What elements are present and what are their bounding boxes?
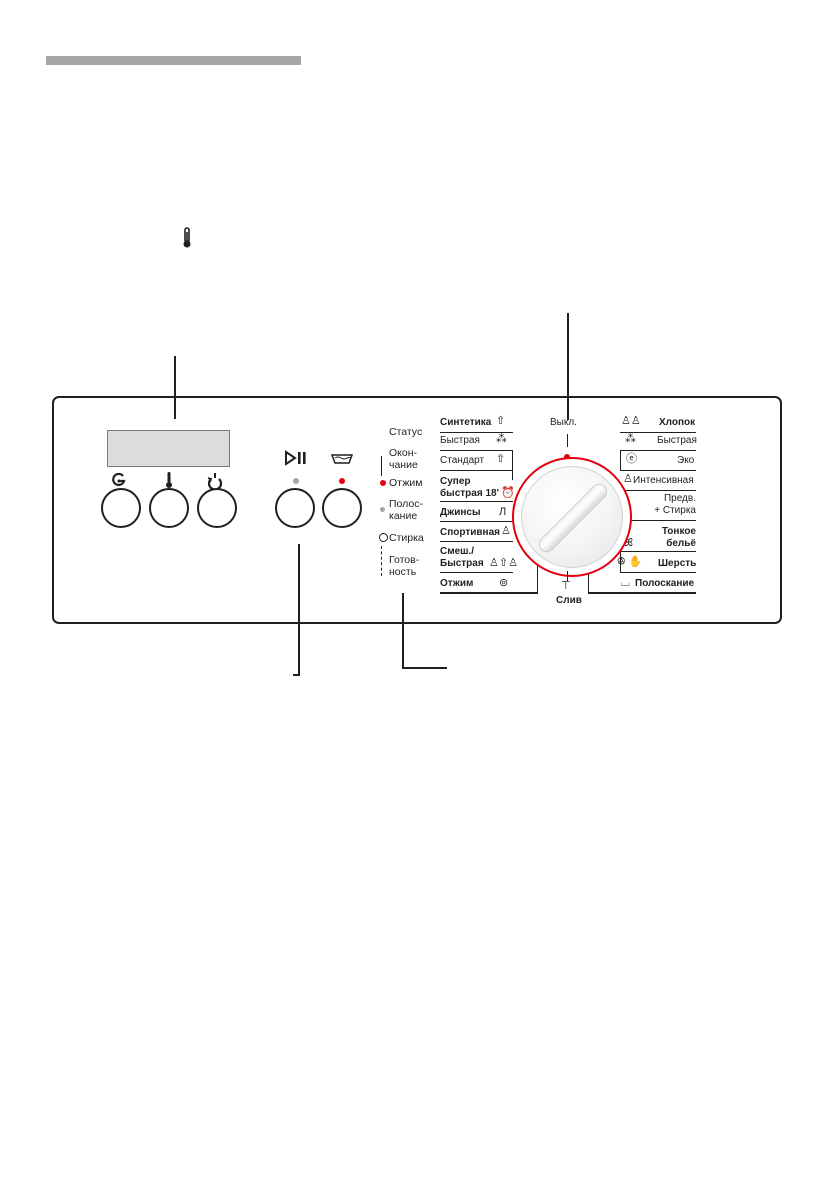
program-sportswear: Спортивная: [440, 527, 500, 538]
program-wool: Шерсть: [658, 558, 697, 569]
eco-icon: ⓔ: [626, 453, 637, 465]
callout-line-start-button: [298, 544, 300, 675]
alarm-clock-icon: ⏰: [501, 487, 515, 499]
program-jeans: Джинсы: [440, 507, 481, 518]
dial-drain-tick: [567, 571, 568, 581]
program-divider: [440, 501, 513, 502]
program-divider: [440, 592, 538, 594]
jeans-icon: Л: [499, 506, 507, 518]
wool-icon: ꔮ ✋: [617, 556, 643, 568]
quick-icon: ⁂: [496, 433, 507, 445]
program-delicates: Тонкое бельё: [661, 526, 696, 549]
status-brace-top: [381, 456, 385, 476]
program-divider: [588, 592, 696, 594]
spin-icon: ⊚: [499, 577, 509, 589]
program-connector: [537, 566, 538, 593]
program-synthetics-quick: Быстрая: [440, 435, 480, 446]
program-connector: [620, 551, 621, 573]
prewash-icon: [330, 452, 354, 464]
prewash-indicator: [339, 478, 345, 484]
intensive-icon: ♙: [623, 473, 633, 485]
thermometer-icon: [164, 471, 174, 489]
program-divider: [440, 521, 513, 522]
program-rinse: Полоскание: [635, 578, 695, 589]
program-super-quick: Супер быстрая 18': [440, 476, 499, 499]
callout-line-status: [402, 593, 404, 668]
program-divider: [440, 450, 513, 451]
cotton-icon: ♙♙: [621, 415, 641, 427]
status-item-rinse: Полос- кание: [389, 498, 423, 522]
callout-line-start-button-foot: [293, 674, 300, 676]
program-connector: [620, 450, 621, 470]
program-divider: [620, 520, 696, 521]
start-pause-button[interactable]: [275, 488, 315, 528]
program-prewash: Предв. + Стирка: [654, 493, 696, 516]
thermometer-icon: [181, 226, 193, 250]
spin-speed-button[interactable]: [101, 488, 141, 528]
mixed-icon: ♙⇧♙: [489, 557, 518, 569]
program-connector: [588, 568, 589, 593]
program-synthetics: Синтетика: [440, 417, 492, 428]
program-divider: [620, 551, 696, 552]
sportswear-icon: ♙: [501, 525, 511, 537]
delicates-icon: ꕤ: [624, 537, 634, 549]
display-screen: [107, 430, 230, 467]
synthetics-icon: ⇧: [496, 415, 506, 427]
status-rinse-indicator: [380, 507, 385, 512]
start-pause-indicator: [293, 478, 299, 484]
program-divider: [440, 572, 513, 573]
program-divider: [440, 470, 513, 471]
program-intensive: Интенсивная: [633, 475, 694, 486]
dial-off-label: Выкл.: [550, 417, 577, 428]
start-pause-icon: [284, 450, 308, 466]
program-divider: [620, 432, 696, 433]
control-panel: [52, 396, 782, 624]
program-mixed-quick: Смеш./ Быстрая: [440, 546, 484, 569]
program-divider: [440, 541, 513, 542]
program-divider: [440, 432, 513, 433]
program-spin: Отжим: [440, 578, 474, 589]
program-divider: [620, 572, 696, 573]
status-item-wash: Стирка: [389, 532, 424, 544]
status-item-spin: Отжим: [389, 477, 423, 489]
callout-line-status-foot: [402, 667, 447, 669]
program-divider: [620, 470, 696, 471]
prewash-button[interactable]: [322, 488, 362, 528]
drain-icon: ⊤: [561, 580, 571, 592]
program-connector: [512, 450, 513, 472]
rinse-icon: ⌴: [621, 577, 630, 589]
callout-line-display: [174, 356, 176, 419]
dial-off-tick: [567, 434, 568, 447]
end-time-button[interactable]: [197, 488, 237, 528]
spin-icon: [112, 472, 126, 488]
section-header-bar: [46, 56, 301, 65]
program-connector: [512, 470, 513, 480]
status-brace-bottom: [381, 546, 385, 576]
program-cotton: Хлопок: [659, 417, 696, 428]
status-title: Статус: [389, 426, 423, 438]
program-cotton-quick: Быстрая: [657, 435, 697, 446]
program-divider: [620, 490, 696, 491]
program-eco: Эко: [677, 455, 695, 466]
status-item-ready: Готов- ность: [389, 554, 420, 578]
status-item-finish: Окон- чание: [389, 447, 418, 471]
status-wash-indicator: [379, 533, 388, 542]
program-divider: [620, 450, 696, 451]
quick-icon: ⁂: [625, 433, 636, 445]
callout-line-dial: [567, 313, 569, 420]
dial-drain-label: Слив: [556, 595, 582, 606]
status-spin-indicator: [380, 480, 386, 486]
end-time-icon: [206, 471, 224, 491]
synthetics-icon: ⇧: [496, 453, 506, 465]
program-synthetics-standard: Стандарт: [440, 455, 485, 466]
temperature-button[interactable]: [149, 488, 189, 528]
